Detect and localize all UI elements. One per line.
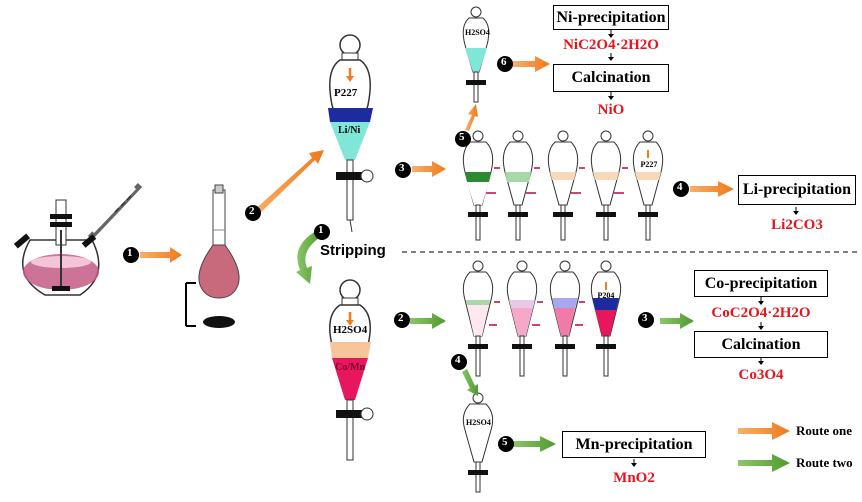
co-precipitation-box: Co-precipitation — [694, 270, 828, 297]
mn-precipitation-box: Mn-precipitation — [562, 431, 706, 458]
funnel-series-route-one — [462, 130, 664, 241]
step-markers — [123, 56, 689, 452]
series-funnel-label-route-two: P204 — [597, 291, 615, 300]
step-5-label-route-one: 5 — [459, 131, 465, 143]
step-3-label-route-two: 3 — [642, 312, 648, 324]
mn-product-label: MnO2 — [613, 470, 655, 486]
funnel-layer-label-route-one: Li/Ni — [338, 125, 361, 136]
step-3-label-route-one: 3 — [399, 162, 405, 174]
step-1-label-route-two: 1 — [318, 224, 324, 236]
small-funnel-top-label: H2SO4 — [465, 28, 490, 37]
large-funnel-route-one — [328, 34, 374, 233]
ni-intermediate-label: NiC2O4·2H2O — [563, 37, 659, 53]
ni-precipitation-box: Ni-precipitation — [553, 5, 669, 30]
legend-route-two: Route two — [796, 455, 853, 470]
stripping-label: Stripping — [320, 242, 386, 259]
funnel-top-label-route-two: H2SO4 — [333, 324, 368, 336]
ni-product-label: NiO — [597, 102, 625, 118]
step-6-label-route-one: 6 — [501, 56, 507, 68]
funnel-series-route-two — [462, 260, 622, 377]
bracket — [185, 282, 196, 327]
step-2-label-route-two: 2 — [398, 312, 404, 324]
step-5-label-route-two: 5 — [502, 436, 508, 448]
series-funnel-label-route-one: P227 — [640, 160, 658, 169]
flow-ticks — [608, 30, 799, 467]
green-arrows — [296, 230, 790, 472]
legend-route-one: Route one — [796, 423, 852, 438]
large-funnel-route-two — [329, 279, 374, 461]
step-4-label-route-one: 4 — [677, 181, 683, 193]
funnel-layer-label-route-two: Co/Mn — [335, 362, 365, 373]
li-product-label: Li2CO3 — [771, 217, 823, 233]
volumetric-flask — [198, 184, 240, 299]
co-product-label: Co3O4 — [738, 367, 784, 383]
small-funnel-top — [462, 6, 490, 103]
step-2-label-route-one: 2 — [249, 205, 255, 217]
black-powder — [203, 316, 235, 328]
orange-arrows — [140, 56, 790, 440]
funnel-top-label-route-one: P227 — [334, 87, 358, 99]
step-1-label-route-one: 1 — [127, 247, 133, 259]
co-calcination-box: Calcination — [694, 331, 828, 358]
step-4-label-route-two: 4 — [455, 354, 461, 366]
li-precipitation-box: Li-precipitation — [738, 175, 856, 205]
small-funnel-bottom-label: H2SO4 — [466, 418, 491, 427]
reaction-flask — [13, 182, 143, 296]
ni-calcination-box: Calcination — [553, 64, 669, 92]
co-intermediate-label: CoC2O4·2H2O — [711, 305, 811, 321]
small-funnel-bottom — [462, 392, 494, 493]
